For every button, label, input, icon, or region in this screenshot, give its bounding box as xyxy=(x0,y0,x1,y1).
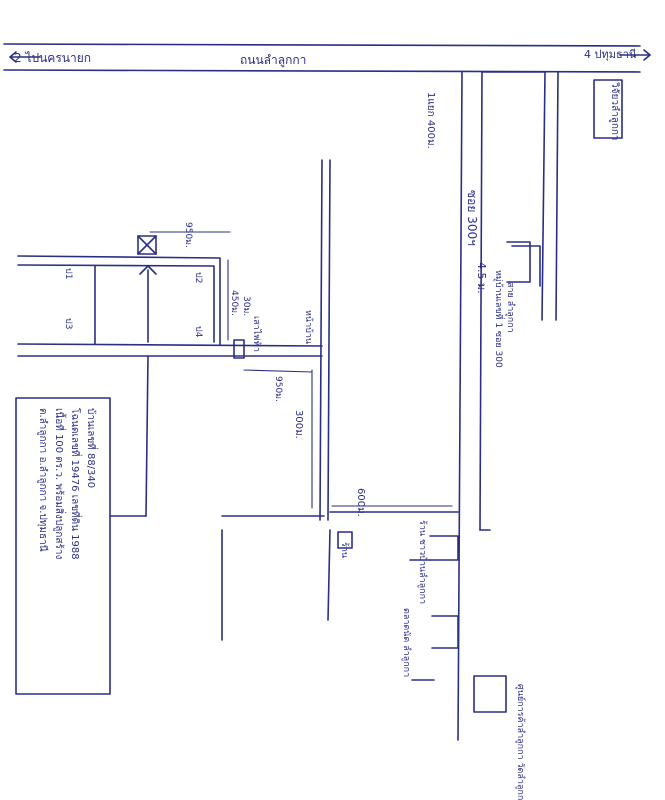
plot-corner-4: ป4 xyxy=(193,326,203,338)
shop-label: ร้าน xyxy=(339,542,350,558)
dim-30: 30ม. xyxy=(241,296,251,316)
dim-450: 450ม. xyxy=(229,290,239,316)
dim-950-top: 950ม. xyxy=(183,222,193,248)
village-label-2: สาย ลำลูกกา xyxy=(505,282,516,333)
electric-pole-icon xyxy=(233,339,245,359)
right-of-soi: หน้าบ้าน xyxy=(303,310,314,344)
main-road xyxy=(3,43,641,73)
main-road-label: ถนนลำลูกกา xyxy=(240,53,306,68)
arrow-right-icon xyxy=(619,49,651,61)
village-label-1: หมู่บ้านเลขที่ 1 ซอย 300 xyxy=(493,270,506,368)
soi-300 xyxy=(457,71,559,741)
lane xyxy=(17,343,323,357)
bottom-shop-label: ศูนย์การค้าลำลูกกา วัดลำลูกกา xyxy=(515,684,527,800)
lower-lane xyxy=(109,355,459,517)
dim-line-lane xyxy=(243,369,313,373)
local-building-2 xyxy=(431,615,459,649)
info-line-4: ต.ลำลูกกา อ.ลำลูกกา จ.ปทุมธานี xyxy=(37,408,49,552)
dim-950-left: 950ม. xyxy=(273,376,283,402)
info-box xyxy=(15,397,111,695)
info-line-3: เนื้อที่ 100 ตร.ว. พร้อมสิ่งปลูกสร้าง xyxy=(53,408,67,559)
local-label-2: ตลาดนัด ลำลูกกา xyxy=(401,608,412,677)
dim-600: 600ม. xyxy=(355,488,366,517)
location-marker-icon xyxy=(137,235,157,255)
village-house xyxy=(506,241,541,287)
width-label: 4.5 ม. xyxy=(475,262,488,294)
plot-corner-1: ป1 xyxy=(63,268,73,279)
left-side-dist-label: 1แยก 400ม. xyxy=(425,92,436,149)
land-plot xyxy=(17,255,221,345)
soi-300-label: ซอย 300ฯ xyxy=(465,190,479,246)
shop-building xyxy=(337,531,353,549)
local-label-1: ร้าน ชาวบ้านลำลูกกา xyxy=(417,520,428,604)
direction-left-label: 2 ไปนครนายก xyxy=(14,51,91,65)
direction-right-label: 4 ปทุมธานี xyxy=(584,48,637,61)
arrow-left-icon xyxy=(9,51,41,63)
corner-box: วิจัยวลำลูกกา xyxy=(593,79,623,141)
local-building-1 xyxy=(429,535,459,561)
info-line-2: โฉนดเลขที่ 19476 เลขที่ดิน 1988 xyxy=(69,408,83,560)
info-line-1: บ้านเลขที่ 88/340 xyxy=(85,408,99,488)
dim-300: 300ม. xyxy=(293,410,304,439)
electric-label: เสาไฟฟ้า xyxy=(251,316,262,352)
side-road xyxy=(319,159,331,521)
shopping-center xyxy=(473,675,507,713)
corner-box-label: วิจัยวลำลูกกา xyxy=(609,82,620,141)
plot-corner-2: ป2 xyxy=(193,272,203,283)
plot-corner-3: ป3 xyxy=(63,318,73,329)
lower-side-road xyxy=(327,529,331,621)
